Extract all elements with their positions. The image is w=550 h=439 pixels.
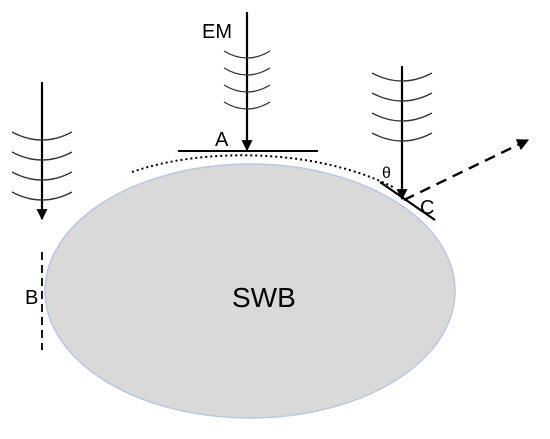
point-a-label: A [215, 129, 229, 151]
wavefront-group-a [223, 50, 271, 110]
point-c-label: C [420, 197, 434, 219]
arc-wavefront-icon [371, 72, 433, 82]
wavefront-group-b [11, 131, 73, 201]
arc-wavefront-icon [223, 101, 271, 110]
wavefront-group-c [371, 72, 433, 142]
em-label: EM [202, 21, 232, 43]
arc-wavefront-icon [371, 112, 433, 122]
arc-wavefront-icon [223, 50, 271, 59]
tangent-line-c [379, 181, 436, 221]
arc-wavefront-icon [223, 67, 271, 76]
arc-wavefront-icon [371, 92, 433, 102]
swb-body [44, 163, 456, 419]
arc-wavefront-icon [11, 191, 73, 201]
arc-wavefront-icon [11, 131, 73, 141]
arc-wavefront-icon [223, 84, 271, 93]
angle-theta-label: θ [382, 165, 391, 182]
reflected-dashed-arrow [403, 138, 530, 202]
arc-wavefront-icon [11, 151, 73, 161]
arc-wavefront-icon [11, 171, 73, 181]
point-b-label: B [25, 287, 38, 309]
arc-wavefront-icon [371, 132, 433, 142]
swb-label: SWB [232, 282, 296, 313]
